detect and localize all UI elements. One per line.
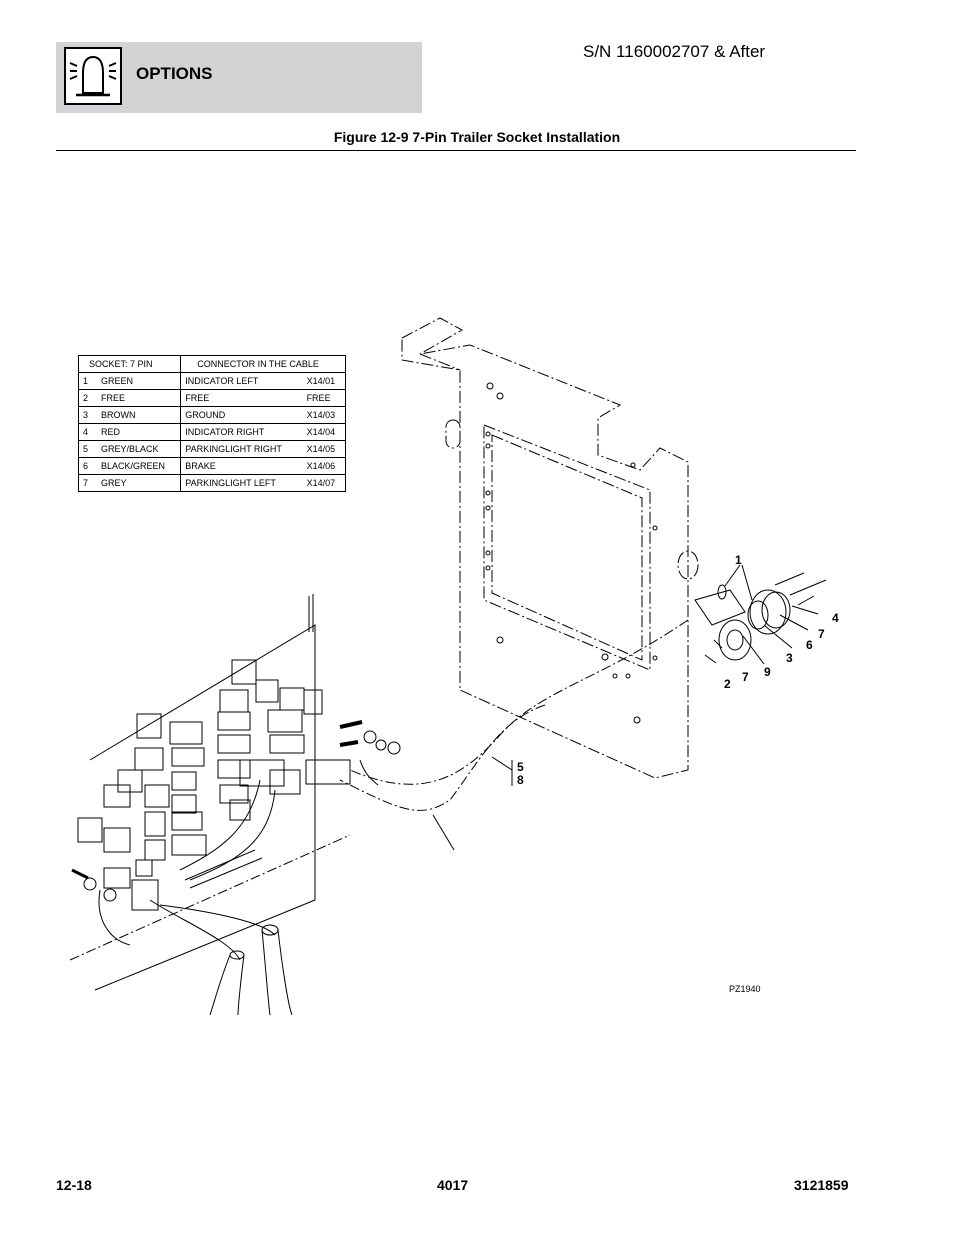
pin-number: 5: [78, 440, 97, 458]
trailer-socket: [694, 564, 827, 665]
manual-number: 3121859: [794, 1177, 849, 1193]
pin-function: PARKINGLIGHT LEFT: [180, 474, 303, 492]
wire-color: BLACK/GREEN: [97, 457, 182, 475]
serial-number: S/N 1160002707 & After: [583, 42, 766, 61]
callout-1: 1: [735, 553, 742, 567]
table-row: 1 GREEN INDICATOR LEFT X14/01: [78, 372, 346, 390]
connector-id: X14/04: [302, 423, 346, 441]
callout-2: 2: [724, 677, 731, 691]
pin-function: GROUND: [180, 406, 303, 424]
callout-7: 7: [742, 670, 749, 684]
pin-function: PARKINGLIGHT RIGHT: [180, 440, 303, 458]
table-row: 6 BLACK/GREEN BRAKE X14/06: [78, 457, 346, 475]
table-row: 4 RED INDICATOR RIGHT X14/04: [78, 423, 346, 441]
plate-holes: [485, 382, 658, 724]
pin-function: FREE: [180, 389, 303, 407]
control-board: [69, 594, 351, 991]
table-row: 3 BROWN GROUND X14/03: [78, 406, 346, 424]
wire-color: GREY/BLACK: [97, 440, 182, 458]
pin-table-header-connector: CONNECTOR IN THE CABLE: [180, 355, 346, 373]
connector-id: X14/01: [302, 372, 346, 390]
warning-beacon-icon: [64, 47, 122, 105]
bracket-plate: [401, 317, 699, 779]
connector-id: X14/06: [302, 457, 346, 475]
pin-number: 6: [78, 457, 97, 475]
pin-table: SOCKET: 7 PIN CONNECTOR IN THE CABLE 1 G…: [77, 355, 346, 492]
table-row: 5 GREY/BLACK PARKINGLIGHT RIGHT X14/05: [78, 440, 346, 458]
pin-number: 2: [78, 389, 97, 407]
pin-function: INDICATOR LEFT: [180, 372, 303, 390]
wire-color: BROWN: [97, 406, 182, 424]
wire-color: GREY: [97, 474, 182, 492]
wire-color: RED: [97, 423, 182, 441]
pin-table-header-socket: SOCKET: 7 PIN: [77, 355, 182, 373]
connector-id: X14/03: [302, 406, 346, 424]
connector-id: FREE: [302, 389, 346, 407]
pin-number: 1: [78, 372, 97, 390]
connector-id: X14/07: [302, 474, 346, 492]
callout-7: 7: [818, 627, 825, 641]
header-rule: [56, 150, 856, 151]
callout-6: 6: [806, 638, 813, 652]
pin-function: INDICATOR RIGHT: [180, 423, 303, 441]
callout-8: 8: [517, 773, 524, 787]
pin-number: 7: [78, 474, 97, 492]
model-number: 4017: [437, 1177, 469, 1193]
pin-function: BRAKE: [180, 457, 303, 475]
wire-color: GREEN: [97, 372, 182, 390]
callout-9: 9: [764, 665, 771, 679]
pin-number: 4: [78, 423, 97, 441]
table-row: 2 FREE FREE FREE: [78, 389, 346, 407]
callout-5: 5: [517, 760, 524, 774]
table-row: 7 GREY PARKINGLIGHT LEFT X14/07: [78, 474, 346, 492]
drawing-code: PZ1940: [729, 984, 761, 994]
section-header: OPTIONS: [56, 42, 422, 113]
section-title: OPTIONS: [136, 64, 213, 83]
callout-3: 3: [786, 651, 793, 665]
pin-number: 3: [78, 406, 97, 424]
wire-harness: [71, 720, 401, 1016]
figure-title: Figure 12-9 7-Pin Trailer Socket Install…: [333, 129, 621, 145]
wire-color: FREE: [97, 389, 182, 407]
cable: [339, 619, 689, 851]
page-number: 12-18: [56, 1177, 92, 1193]
connector-id: X14/05: [302, 440, 346, 458]
callout-4: 4: [832, 611, 839, 625]
